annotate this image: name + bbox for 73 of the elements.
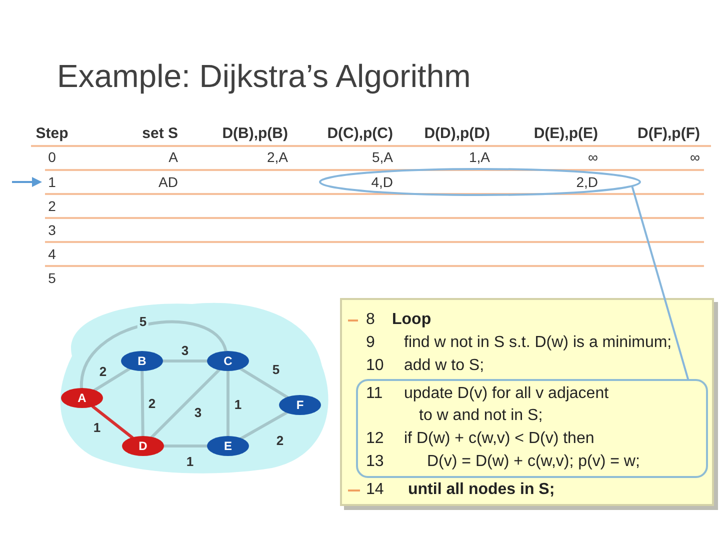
leader-line bbox=[631, 186, 689, 380]
edge-label: 1 bbox=[232, 398, 244, 412]
column-header: D(E),p(E) bbox=[534, 125, 598, 143]
highlight-ellipse bbox=[319, 168, 641, 196]
code-line: add w to S; bbox=[404, 356, 484, 376]
table-cell: AD bbox=[158, 173, 178, 191]
graph-edge bbox=[140, 370, 144, 438]
code-line: until all nodes in S; bbox=[408, 480, 555, 500]
table-cell: 5,A bbox=[372, 148, 393, 166]
edge-label: 2 bbox=[146, 397, 158, 411]
column-header: D(C),p(C) bbox=[327, 125, 393, 143]
line-number: 9 bbox=[366, 333, 375, 353]
table-cell: ∞ bbox=[588, 148, 598, 166]
edge-label: 2 bbox=[97, 365, 109, 379]
line-number: 14 bbox=[366, 480, 384, 500]
table-cell: 0 bbox=[48, 148, 56, 166]
node-ellipse bbox=[207, 436, 249, 456]
column-header: Step bbox=[36, 125, 68, 143]
node-ellipse bbox=[61, 388, 103, 408]
table-cell: 2,D bbox=[576, 173, 598, 191]
slide-title: Example: Dijkstra’s Algorithm bbox=[57, 57, 471, 95]
line-number: 8 bbox=[366, 310, 375, 330]
code-line: if D(w) + c(w,v) < D(v) then bbox=[404, 429, 594, 449]
code-line: D(v) = D(w) + c(w,v); p(v) = w; bbox=[427, 452, 640, 472]
line-number: 12 bbox=[366, 429, 384, 449]
node-label: A bbox=[78, 391, 86, 405]
table-cell: 3 bbox=[48, 221, 56, 239]
node-label: E bbox=[224, 439, 232, 453]
column-header: D(D),p(D) bbox=[424, 125, 490, 143]
edge-label: 1 bbox=[184, 455, 196, 469]
column-header: D(B),p(B) bbox=[222, 125, 288, 143]
node-ellipse bbox=[279, 395, 321, 415]
column-header: D(F),p(F) bbox=[638, 125, 700, 143]
code-line: find w not in S s.t. D(w) is a minimum; bbox=[404, 333, 672, 353]
edge-label: 5 bbox=[270, 363, 282, 377]
table-cell: 2,A bbox=[266, 148, 288, 166]
node-ellipse bbox=[122, 436, 164, 456]
edge-label: 2 bbox=[274, 434, 286, 448]
graph-edge bbox=[239, 367, 289, 399]
highlight-frame bbox=[356, 379, 708, 478]
line-number: 10 bbox=[366, 356, 384, 376]
graph-edge bbox=[93, 367, 131, 392]
code-box bbox=[340, 298, 718, 510]
graph-edge bbox=[162, 444, 208, 448]
edge-label: 1 bbox=[91, 421, 103, 435]
node-label: C bbox=[224, 354, 232, 368]
graph-edge bbox=[240, 411, 288, 440]
table-cell: 1,A bbox=[468, 148, 490, 166]
table-cell: A bbox=[168, 148, 178, 166]
code-line: update D(v) for all v adjacent to w and not in S; bbox=[404, 384, 610, 426]
edge-label: 3 bbox=[192, 406, 204, 420]
table-cell: 5 bbox=[48, 269, 56, 287]
line-number: 13 bbox=[366, 452, 384, 472]
line-number: 11 bbox=[366, 384, 383, 404]
graph-edge bbox=[162, 360, 208, 362]
node-label: F bbox=[296, 398, 304, 412]
code-line: Loop bbox=[392, 310, 432, 330]
column-header: set S bbox=[142, 125, 178, 143]
table-cell: 1 bbox=[48, 173, 56, 191]
node-label: D bbox=[138, 439, 148, 453]
table-cell: 4 bbox=[48, 245, 56, 263]
graph-edge bbox=[80, 320, 228, 390]
table-cell: 4,D bbox=[371, 173, 393, 191]
edge-label: 3 bbox=[179, 344, 191, 358]
graph-edge bbox=[150, 368, 220, 438]
table-cell: ∞ bbox=[690, 148, 700, 166]
graph-edge bbox=[226, 370, 230, 438]
node-ellipse bbox=[207, 351, 249, 371]
edge-label: 5 bbox=[137, 315, 149, 329]
node-label: B bbox=[138, 354, 146, 368]
graph-edge bbox=[91, 405, 134, 439]
table-cell: 2 bbox=[48, 197, 56, 215]
node-ellipse bbox=[121, 351, 163, 371]
